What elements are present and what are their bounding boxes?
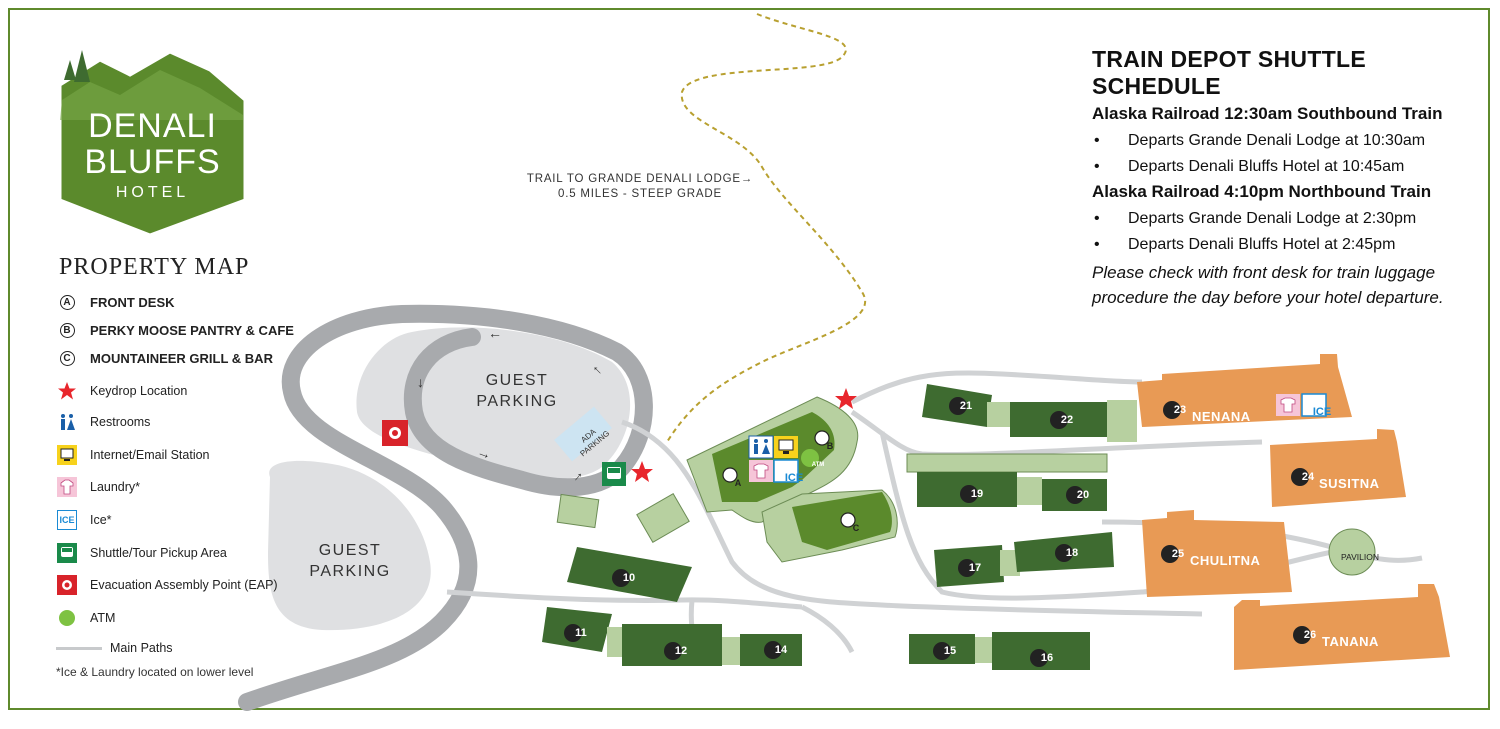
logo-denali: DENALI (88, 107, 217, 145)
ada-parking-spot (554, 406, 612, 462)
svg-text:←: ← (488, 325, 502, 341)
logo-bluffs: BLUFFS (84, 143, 221, 181)
shuttle-pickup-icon[interactable] (602, 462, 626, 486)
letter-a-icon: A (59, 294, 75, 310)
svg-text:→: → (475, 443, 494, 463)
ice-icon (773, 459, 799, 483)
legend-front-desk: A FRONT DESK (56, 290, 175, 314)
building-25-chulitna[interactable] (1142, 510, 1292, 597)
note-line1: Please check with front desk for train l… (1092, 263, 1436, 282)
bus-icon (57, 543, 77, 563)
red-star-icon (58, 382, 76, 400)
building-17-18[interactable] (934, 532, 1114, 587)
upper-parking-line2: PARKING (476, 393, 558, 410)
trail-label: TRAIL TO GRANDE DENALI LODGE→ 0.5 MILES … (510, 172, 770, 202)
legend-label: Ice* (90, 513, 112, 527)
entry-road (238, 304, 653, 711)
shirt-icon (749, 460, 773, 482)
legend-ice: ICE Ice* (56, 508, 112, 532)
building-10[interactable] (567, 547, 692, 602)
legend-perky-moose: B PERKY MOOSE PANTRY & CAFE (56, 318, 294, 342)
map-frame: ← ↑ ↓ → ↑ (8, 8, 1492, 711)
note-line2: procedure the day before your hotel depa… (1092, 288, 1444, 307)
assembly-icon (57, 575, 77, 595)
legend-label: MOUNTAINEER GRILL & BAR (90, 350, 273, 366)
hotel-logo: DENALI BLUFFS HOTEL (50, 40, 255, 240)
outbuilding-2 (636, 492, 690, 544)
evacuation-assembly-point-icon[interactable] (382, 420, 408, 446)
svg-text:↓: ↓ (417, 374, 424, 390)
main-path-1 (621, 419, 1203, 617)
legend-mountaineer-grill: C MOUNTAINEER GRILL & BAR (56, 346, 273, 370)
footnote: *Ice & Laundry located on lower level (56, 665, 254, 679)
pavilion[interactable] (1328, 528, 1376, 576)
computer-icon (57, 445, 77, 465)
main-path-2 (446, 589, 803, 610)
legend-label: Keydrop Location (90, 384, 188, 398)
property-map-title: PROPERTY MAP (59, 254, 250, 280)
outbuilding-1 (556, 493, 600, 529)
legend-shuttle: Shuttle/Tour Pickup Area (56, 541, 227, 565)
upper-parking-label: GUEST PARKING (472, 370, 562, 412)
building-26-tanana[interactable] (1234, 584, 1450, 670)
lodge-letter-badges (722, 430, 856, 528)
legend-label: PERKY MOOSE PANTRY & CAFE (90, 322, 294, 338)
train1-heading: Alaska Railroad 12:30am Southbound Train (1092, 104, 1443, 123)
legend-label: Main Paths (110, 641, 173, 655)
legend-eap: Evacuation Assembly Point (EAP) (56, 573, 278, 597)
lower-guest-parking-lot (268, 460, 431, 631)
schedule-title: TRAIN DEPOT SHUTTLE SCHEDULE (1092, 46, 1367, 99)
legend-internet: Internet/Email Station (56, 443, 210, 467)
train2-item: •Departs Denali Bluffs Hotel at 2:45pm (1094, 236, 1396, 253)
ice-icon (1301, 393, 1327, 417)
train1-item: •Departs Grande Denali Lodge at 10:30am (1094, 132, 1426, 149)
upper-parking-line1: GUEST (485, 372, 549, 389)
legend-label: Shuttle/Tour Pickup Area (90, 546, 227, 560)
computer-icon (774, 436, 798, 458)
legend-main-paths: Main Paths (56, 636, 173, 660)
legend-restrooms: Restrooms (56, 410, 150, 434)
train2-item: •Departs Grande Denali Lodge at 2:30pm (1094, 210, 1417, 227)
main-path-3 (850, 370, 1143, 405)
logo-hotel: HOTEL (115, 184, 190, 201)
restroom-icon (61, 414, 75, 430)
main-path-8 (800, 604, 855, 654)
legend-keydrop: Keydrop Location (56, 379, 187, 403)
path-line-icon (56, 646, 102, 650)
atm-icon (59, 610, 75, 626)
trail-label-line2: 0.5 MILES - STEEP GRADE (558, 188, 722, 200)
shirt-icon (1276, 394, 1300, 416)
building-24-susitna[interactable] (1270, 429, 1406, 507)
lower-parking-label: GUEST PARKING (300, 540, 400, 582)
shuttle-schedule: TRAIN DEPOT SHUTTLE SCHEDULE Alaska Rail… (1092, 46, 1492, 310)
luggage-note: Please check with front desk for train l… (1092, 260, 1492, 310)
letter-b-icon: B (59, 322, 75, 338)
atm-icon[interactable] (801, 449, 819, 467)
legend-label: FRONT DESK (90, 294, 175, 310)
building-number-badges (564, 397, 1311, 667)
property-map-canvas: ← ↑ ↓ → ↑ (238, 13, 1450, 711)
shirt-icon (57, 477, 77, 497)
train2-heading: Alaska Railroad 4:10pm Northbound Train (1092, 182, 1432, 201)
legend-label: Laundry* (90, 480, 141, 494)
lower-parking-line1: GUEST (318, 542, 382, 559)
legend-laundry: Laundry* (56, 475, 140, 499)
legend-atm: ATM (56, 606, 115, 630)
keydrop-star-icon[interactable] (631, 461, 653, 482)
ice-icon: ICE (57, 510, 77, 530)
legend-label: Evacuation Assembly Point (EAP) (90, 578, 278, 592)
train1-item: •Departs Denali Bluffs Hotel at 10:45am (1094, 158, 1405, 175)
trail-to-grande-denali-lodge (666, 13, 866, 443)
logo-graphic (58, 50, 247, 237)
lower-parking-line2: PARKING (309, 563, 391, 580)
keydrop-star-icon[interactable] (835, 388, 857, 409)
restroom-icon (748, 435, 774, 459)
legend-label: ATM (90, 611, 116, 625)
letter-c-icon: C (59, 350, 75, 366)
trail-label-line1: TRAIL TO GRANDE DENALI LODGE→ (526, 173, 754, 185)
legend-label: Internet/Email Station (90, 448, 210, 462)
legend-label: Restrooms (90, 415, 151, 429)
